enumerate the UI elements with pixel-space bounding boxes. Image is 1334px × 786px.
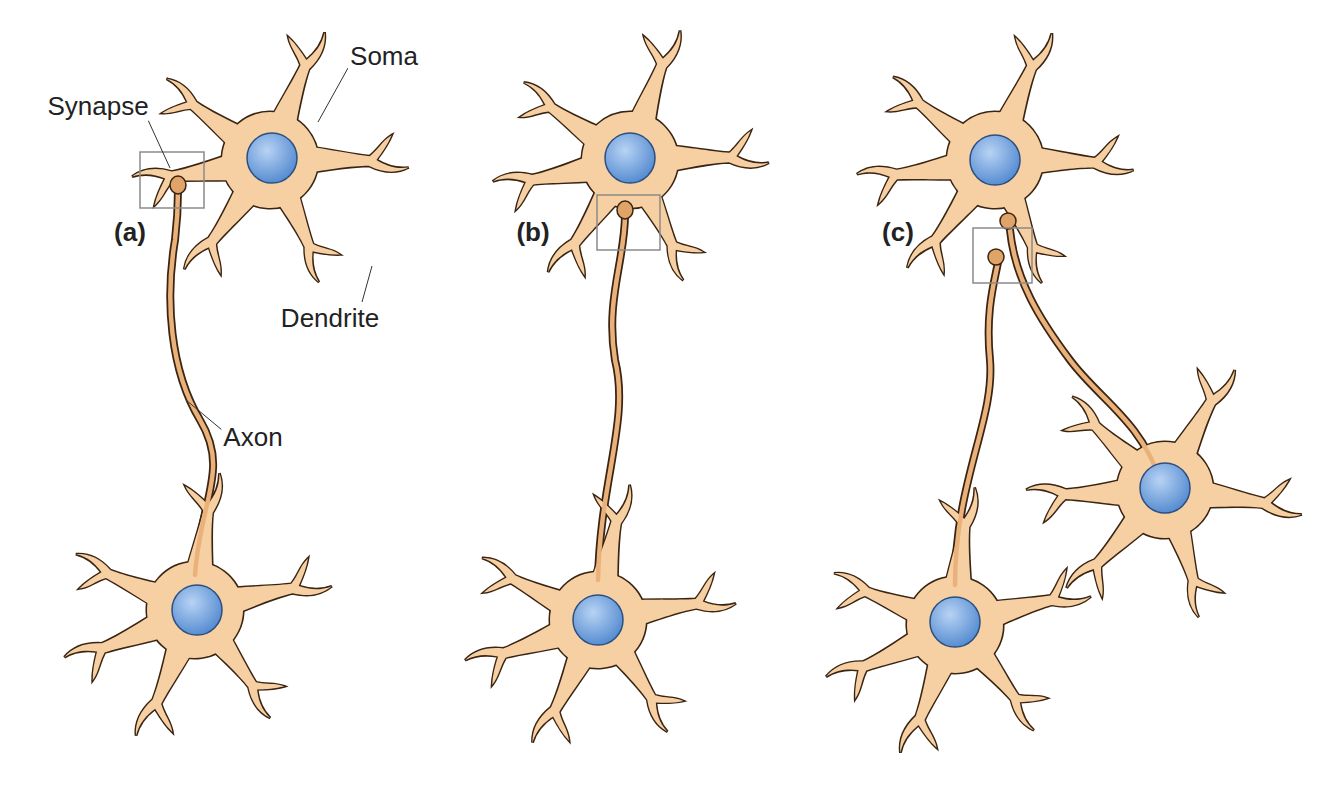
leader-line (148, 68, 372, 430)
panel-label: (b) (514, 218, 551, 247)
nucleus (172, 133, 1190, 647)
axon (170, 190, 1160, 585)
neuron-body (39, 6, 1331, 779)
synapse-box (140, 152, 1032, 283)
part-label: Dendrite (279, 304, 381, 333)
part-label: Soma (348, 42, 420, 71)
axon-terminal (170, 176, 1016, 265)
part-label: Axon (221, 423, 284, 452)
panel-label: (a) (112, 218, 148, 247)
neuron-outline (39, 6, 1331, 779)
part-label: Synapse (45, 92, 150, 121)
panel-label: (c) (880, 218, 916, 247)
